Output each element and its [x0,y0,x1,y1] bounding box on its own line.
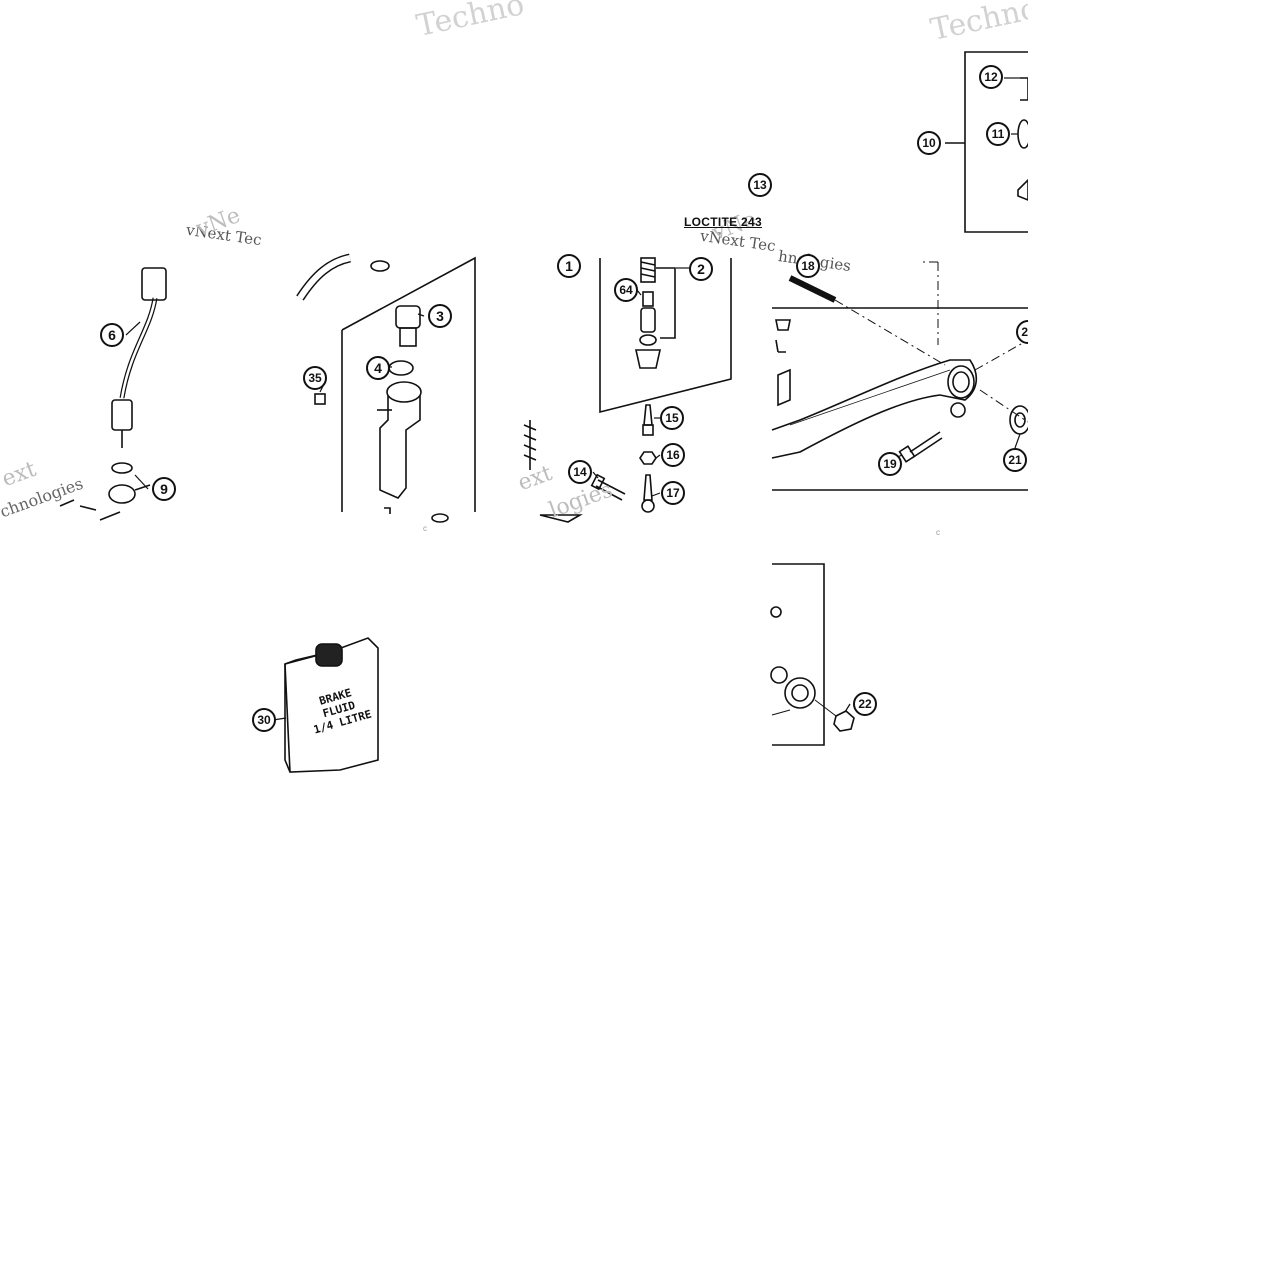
frame-lower-right [772,563,825,746]
frame-right-mid [772,307,1028,491]
banjo-bolt [108,484,136,504]
tick-mark-right: c [936,528,940,537]
callout-11: 11 [986,122,1010,146]
callout-35: 35 [303,366,327,390]
callout-1: 1 [557,254,581,278]
callout-12: 12 [979,65,1003,89]
callout-64: 64 [614,278,638,302]
callout-18: 18 [796,254,820,278]
callout-6: 6 [100,323,124,347]
brake-pedal-arm [771,359,978,459]
frame-top-right [964,51,1028,233]
callout-13: 13 [748,173,772,197]
master-cylinder-body [379,395,421,499]
callout-16: 16 [661,443,685,467]
return-spring [523,420,537,470]
callout-4: 4 [366,356,390,380]
callout-2: 2 [689,257,713,281]
blank-area-right [1028,0,1285,512]
container-cap [315,643,343,667]
callout-3: 3 [428,304,452,328]
callout-14: 14 [568,460,592,484]
callout-30: 30 [252,708,276,732]
bleed-nipple [643,404,653,426]
tick-mark-left: c [423,524,427,533]
frame-piston-kit [599,258,732,414]
spring-piston [640,257,656,283]
callout-19: 19 [878,452,902,476]
reservoir-cap [395,305,421,329]
bearing [784,677,816,709]
o-ring-4 [388,360,414,376]
sensor-connector [141,267,167,301]
brake-light-switch [111,399,133,431]
brake-fluid-container [284,637,379,773]
callout-15: 15 [660,406,684,430]
callout-9: 9 [152,477,176,501]
callout-10: 10 [917,131,941,155]
loctite-annotation: LOCTITE 243 [684,215,762,229]
nut-22 [833,710,855,732]
callout-22: 22 [853,692,877,716]
callout-21: 21 [1003,448,1027,472]
frame-master-cylinder [341,256,476,512]
callout-17: 17 [661,481,685,505]
